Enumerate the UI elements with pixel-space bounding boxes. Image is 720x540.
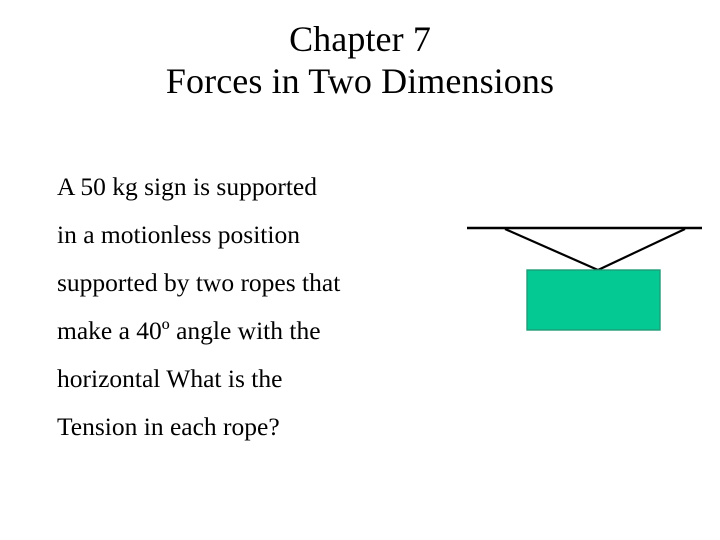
- title-line-subject: Forces in Two Dimensions: [165, 61, 555, 102]
- problem-line-1: A 50 kg sign is supported: [57, 172, 317, 201]
- right-rope-line: [597, 228, 686, 271]
- left-rope-line: [504, 227, 599, 272]
- problem-line-6: Tension in each rope?: [57, 412, 280, 441]
- problem-line-5: horizontal What is the: [57, 364, 283, 393]
- diagram-svg: [467, 226, 702, 331]
- hanging-sign-diagram: [455, 205, 715, 355]
- problem-line-4: make a 40º angle with the: [57, 316, 321, 345]
- problem-statement: A 50 kg sign is supported in a motionles…: [57, 163, 447, 451]
- page-title: Chapter 7 Forces in Two Dimensions: [0, 18, 720, 103]
- problem-line-3: supported by two ropes that: [57, 268, 341, 297]
- sign-rectangle: [526, 269, 661, 331]
- problem-line-2: in a motionless position: [57, 220, 300, 249]
- title-line-chapter: Chapter 7: [289, 19, 431, 59]
